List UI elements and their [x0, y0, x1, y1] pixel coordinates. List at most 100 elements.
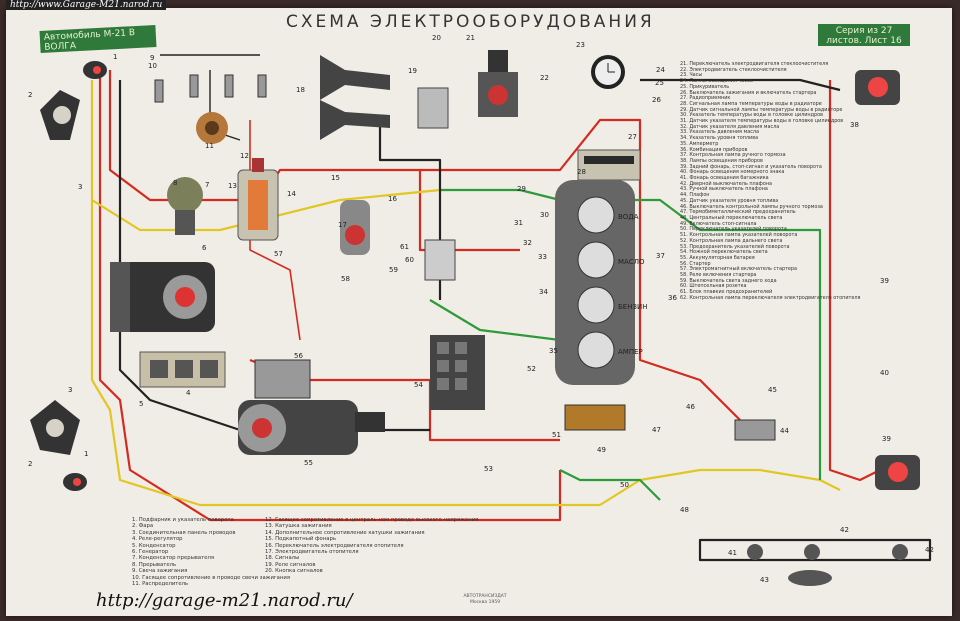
watermark-top: http://www.Garage-M21.narod.ru — [6, 0, 167, 10]
legend-right-item: 49. Включатель стоп-сигнала — [680, 220, 757, 227]
legend-right-item: 32. Датчик указателя давления масла — [680, 123, 780, 130]
callout-number: 40 — [880, 369, 889, 377]
callout-number: 43 — [760, 576, 769, 584]
heater-motor — [340, 200, 370, 255]
interior-lamps — [747, 544, 908, 586]
callout-number: 6 — [202, 244, 207, 252]
parking-light-top-left — [83, 61, 107, 79]
radio-dial — [584, 156, 634, 164]
callout-number: 38 — [850, 121, 859, 129]
callout-number: 19 — [408, 67, 417, 75]
fuse-block — [424, 239, 456, 281]
callout-number: 39 — [882, 435, 891, 443]
callout-number: 46 — [686, 403, 695, 411]
callout-number: 1 — [113, 53, 117, 61]
legend-right: 21. Переключатель электродвигателя стекл… — [680, 61, 860, 302]
callout-number: 62 — [0, 0, 9, 2]
legend-right-item: 58. Реле включения стартера — [680, 272, 757, 279]
starter-solenoid — [254, 359, 311, 399]
callout-number: 33 — [538, 253, 547, 261]
legend-right-item: 37. Контрольная лампа ручного тормоза — [680, 152, 786, 159]
wire-green — [559, 469, 661, 501]
instrument-cluster — [555, 180, 635, 385]
callout-number: 4 — [186, 389, 191, 397]
gauge-label-amp: АМПЕР — [618, 348, 643, 356]
callout-number: 11 — [205, 142, 214, 150]
legend-right-item: 60. Штепсельная розетка — [680, 283, 747, 290]
wiper-motor — [478, 50, 518, 117]
wire-yellow — [90, 80, 600, 507]
callout-number: 32 — [523, 239, 532, 247]
callout-number: 30 — [540, 211, 549, 219]
gauge-label-oil: МАСЛО — [618, 258, 645, 266]
publisher-imprint: АВТОТРАНСИЗДАТ Москва 1959 — [463, 594, 507, 605]
callout-number: 26 — [652, 96, 661, 104]
legend-right-item: 36. Комбинация приборов — [680, 146, 748, 153]
legend-right-item: 35. Амперметр — [680, 140, 719, 147]
callout-number: 57 — [274, 250, 283, 258]
legend-right-item: 23. Часы — [680, 72, 703, 79]
callout-number: 15 — [331, 174, 340, 182]
callout-number: 35 — [549, 347, 558, 355]
legend-right-item: 45. Датчик указателя уровня топлива — [680, 197, 779, 204]
wire-red — [98, 75, 562, 522]
legend-right-item: 51. Контрольная лампа указателей поворот… — [680, 232, 798, 239]
headlight-top-left — [40, 90, 80, 140]
generator — [110, 262, 215, 332]
legend-right-item: 26. Выключатель зажигания и включатель с… — [680, 89, 817, 96]
legend-right-item: 53. Предохранитель указателей поворота — [680, 243, 790, 250]
callout-number: 9 — [150, 54, 154, 62]
callout-number: 1 — [84, 450, 88, 458]
wire-black — [640, 78, 841, 92]
callout-number: 20 — [432, 34, 441, 42]
callout-number: 42 — [840, 526, 849, 534]
legend-right-item: 57. Электромагнитный включатель стартера — [680, 266, 798, 273]
callout-number: 37 — [656, 252, 665, 260]
legend-right-item: 24. Лампы освещения часов — [680, 78, 753, 85]
tail-light-bottom-right — [875, 455, 920, 490]
callout-number: 55 — [304, 459, 313, 467]
wire-red — [420, 118, 741, 421]
wire-yellow — [599, 468, 841, 506]
legend-right-item: 55. Аккумуляторная батарея — [680, 254, 755, 261]
callout-number: 60 — [405, 256, 414, 264]
callout-number: 14 — [287, 190, 296, 198]
wire-green — [440, 188, 822, 480]
legend-right-item: 40. Фонарь освещения номерного знака — [680, 169, 785, 176]
legend-right-item: 52. Контрольная лампа дальнего света — [680, 237, 783, 244]
gauge-label-fuel: БЕНЗИН — [618, 303, 647, 311]
legend-right-item: 43. Ручной выключатель плафона — [680, 186, 768, 193]
callout-number: 28 — [577, 168, 586, 176]
legend-right-item: 42. Дверной выключатель плафона — [680, 180, 773, 187]
legend-right-item: 39. Задний фонарь, стоп-сигнал и указате… — [680, 163, 822, 170]
legend-right-item: 21. Переключатель электродвигателя стекл… — [680, 61, 829, 67]
legend-right-item: 54. Ножной переключатель света — [680, 249, 768, 256]
legend-right-item: 28. Сигнальная лампа температуры воды в … — [680, 100, 822, 107]
ignition-coil — [237, 158, 279, 241]
clock — [591, 55, 625, 89]
wire-black — [698, 538, 932, 562]
legend-right-item: 61. Блок плавких предохранителей — [680, 289, 773, 296]
horns — [320, 55, 390, 140]
wire-yellow — [91, 188, 441, 232]
diagram-title: СХЕМА ЭЛЕКТРООБОРУДОВАНИЯ — [286, 12, 655, 32]
fuel-sender — [734, 419, 776, 441]
series-badge: Серия из 27 листов. Лист 16 — [818, 24, 910, 46]
legend-right-item: 44. Плафон — [680, 192, 710, 199]
callout-number: 61 — [400, 243, 409, 251]
callout-number: 39 — [880, 277, 889, 285]
legend-right-item: 25. Прикуриватель — [680, 83, 730, 90]
callout-number: 59 — [389, 266, 398, 274]
callout-number: 5 — [139, 400, 143, 408]
callout-number: 50 — [620, 481, 629, 489]
callout-number: 25 — [655, 79, 664, 87]
legend-right-item: 34. Указатель уровня топлива — [680, 135, 759, 142]
legend-right-item: 29. Датчик сигнальной лампы температуры … — [680, 106, 843, 113]
gauge-label-water: ВОДА — [618, 213, 639, 221]
callout-number: 16 — [388, 195, 397, 203]
legend-right-item: 33. Указатель давления масла — [680, 129, 760, 136]
battery — [430, 335, 485, 410]
parking-light-bottom-left — [63, 473, 87, 491]
